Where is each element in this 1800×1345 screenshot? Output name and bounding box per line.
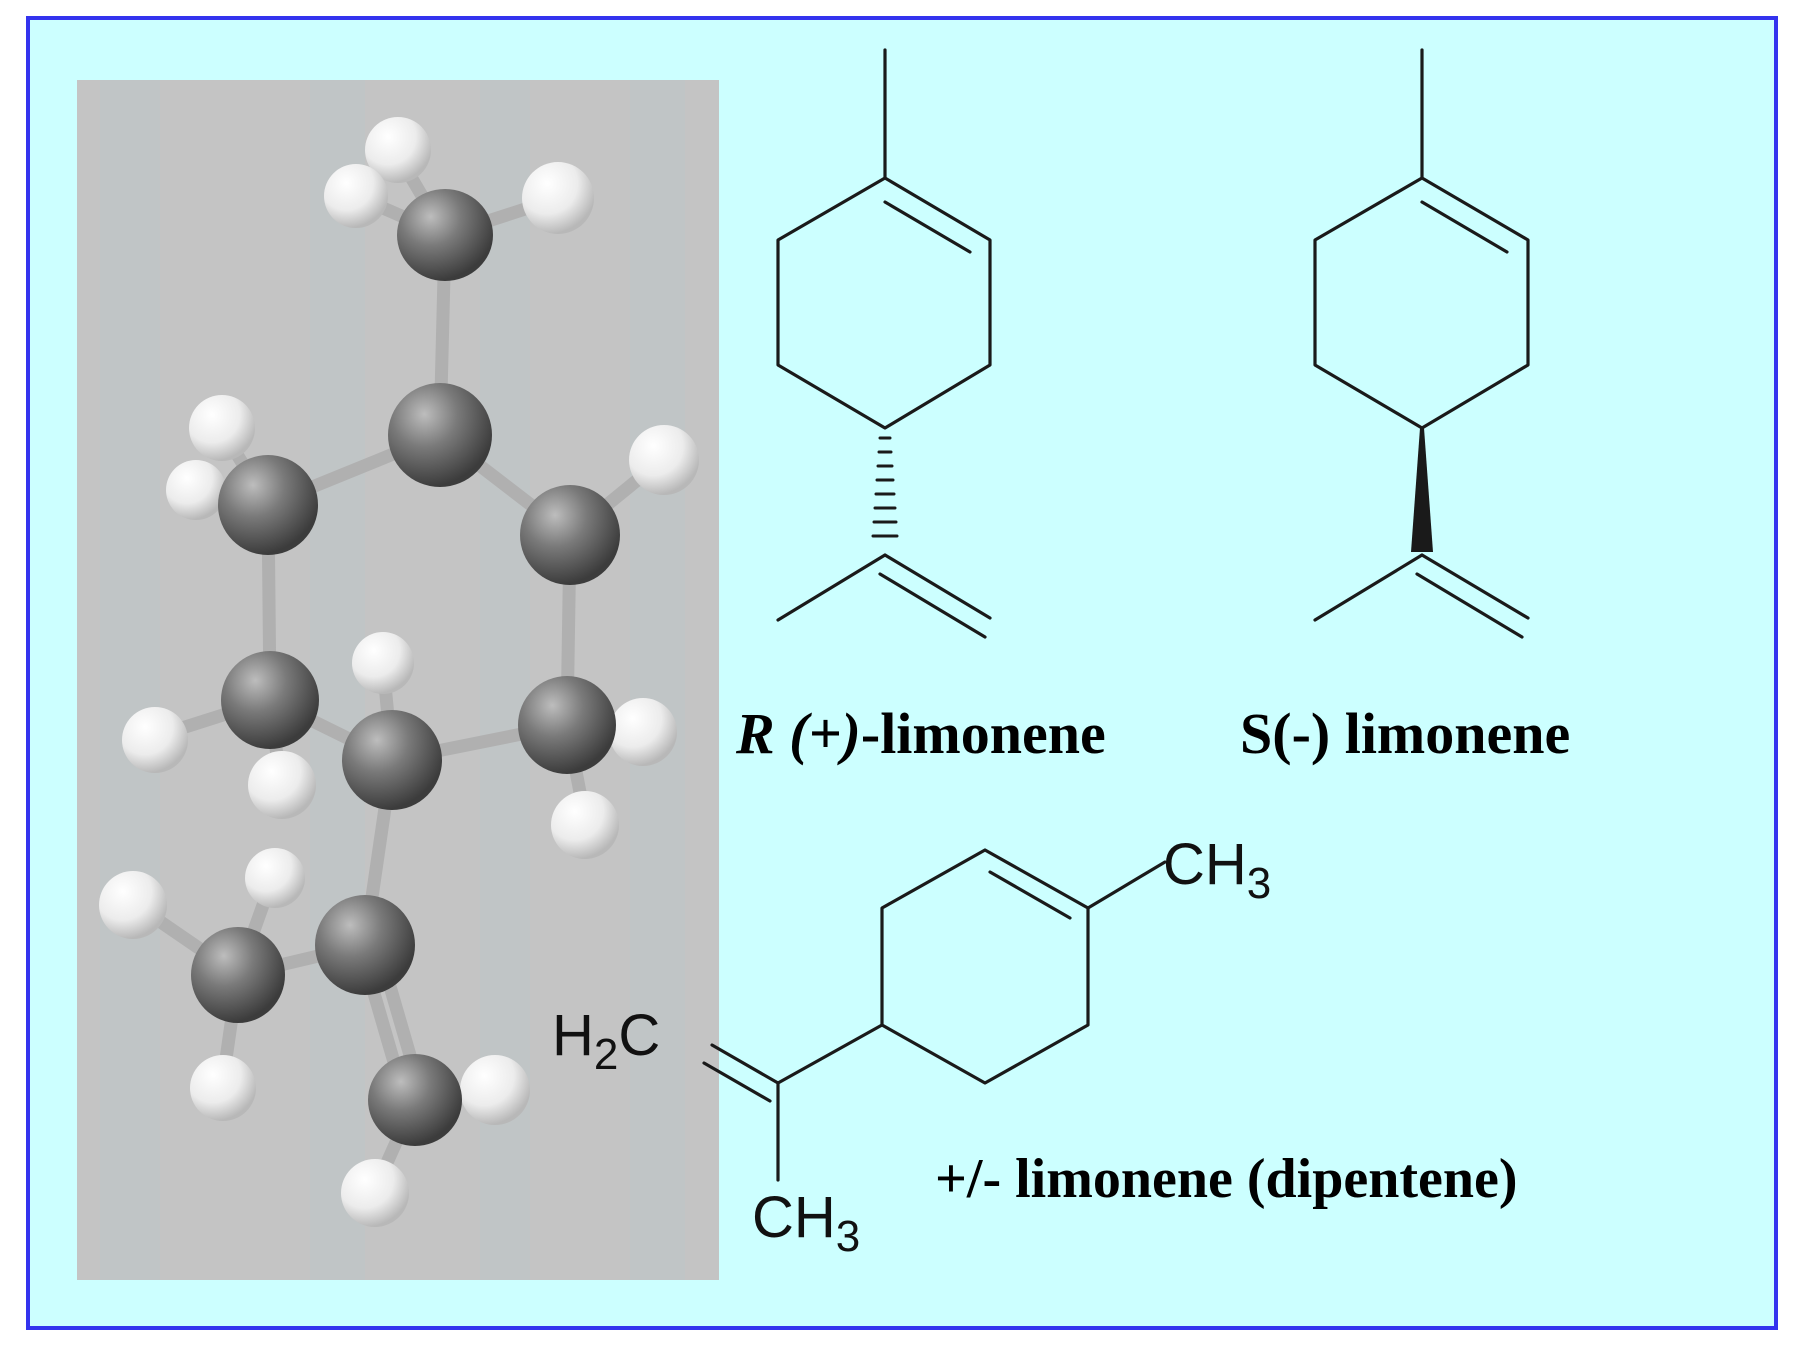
ch3-bottom-label: CH3 [752, 1185, 860, 1261]
hydrogen-atom [609, 698, 677, 766]
ch3-bottom-text: CH [752, 1185, 836, 1250]
hydrogen-atom [245, 848, 305, 908]
h2c-subscript: 2 [594, 1030, 618, 1079]
dipentene-label: +/- limonene (dipentene) [935, 1148, 1518, 1210]
hydrogen-atom [460, 1055, 530, 1125]
hydrogen-atom [341, 1159, 409, 1227]
hydrogen-atom [551, 791, 619, 859]
model-background-stripes [100, 80, 685, 1280]
carbon-atoms [191, 189, 620, 1146]
carbon-atom [397, 189, 493, 281]
r-limonene-label-rest: -limonene [861, 701, 1106, 766]
carbon-atom [388, 383, 492, 487]
hydrogen-atoms [99, 117, 699, 1227]
ch3-top-text: CH [1163, 832, 1247, 897]
s-limonene-label: S(-) limonene [1240, 701, 1570, 766]
carbon-atom [191, 927, 285, 1023]
carbon-atom [342, 710, 442, 810]
hydrogen-atom [352, 632, 414, 694]
carbon-atom [221, 651, 319, 749]
h2c-c-text: C [618, 1003, 660, 1068]
carbon-atom [368, 1054, 462, 1146]
hydrogen-atom [324, 164, 388, 228]
dipentene-structure [702, 848, 1167, 1182]
hydrogen-atom [629, 425, 699, 495]
carbon-atom [518, 676, 616, 774]
hydrogen-atom [99, 871, 167, 939]
hydrogen-atom [122, 707, 188, 773]
hydrogen-atom [166, 460, 226, 520]
hydrogen-atom [189, 395, 255, 461]
h2c-h-text: H [552, 1003, 594, 1068]
r-limonene-label-italic: R (+) [735, 701, 861, 766]
ch3-top-label: CH3 [1163, 832, 1271, 908]
hydrogen-atom [248, 751, 316, 819]
r-limonene-label: R (+)-limonene [735, 701, 1106, 766]
r-limonene-structure [776, 48, 992, 639]
hydrogen-atom [190, 1055, 256, 1121]
carbon-atom [315, 895, 415, 995]
hashed-wedge-bond [871, 436, 899, 538]
hydrogen-atom [522, 162, 594, 234]
ch3-top-subscript: 3 [1247, 859, 1271, 908]
carbon-atom [218, 455, 318, 555]
hydrogen-atom [365, 117, 431, 183]
ball-and-stick-model [77, 80, 719, 1280]
s-limonene-structure [1313, 48, 1530, 639]
carbon-atom [520, 485, 620, 585]
solid-wedge-bond [1411, 428, 1433, 552]
ch3-bottom-subscript: 3 [836, 1212, 860, 1261]
h2c-label: H2C [552, 1003, 660, 1079]
